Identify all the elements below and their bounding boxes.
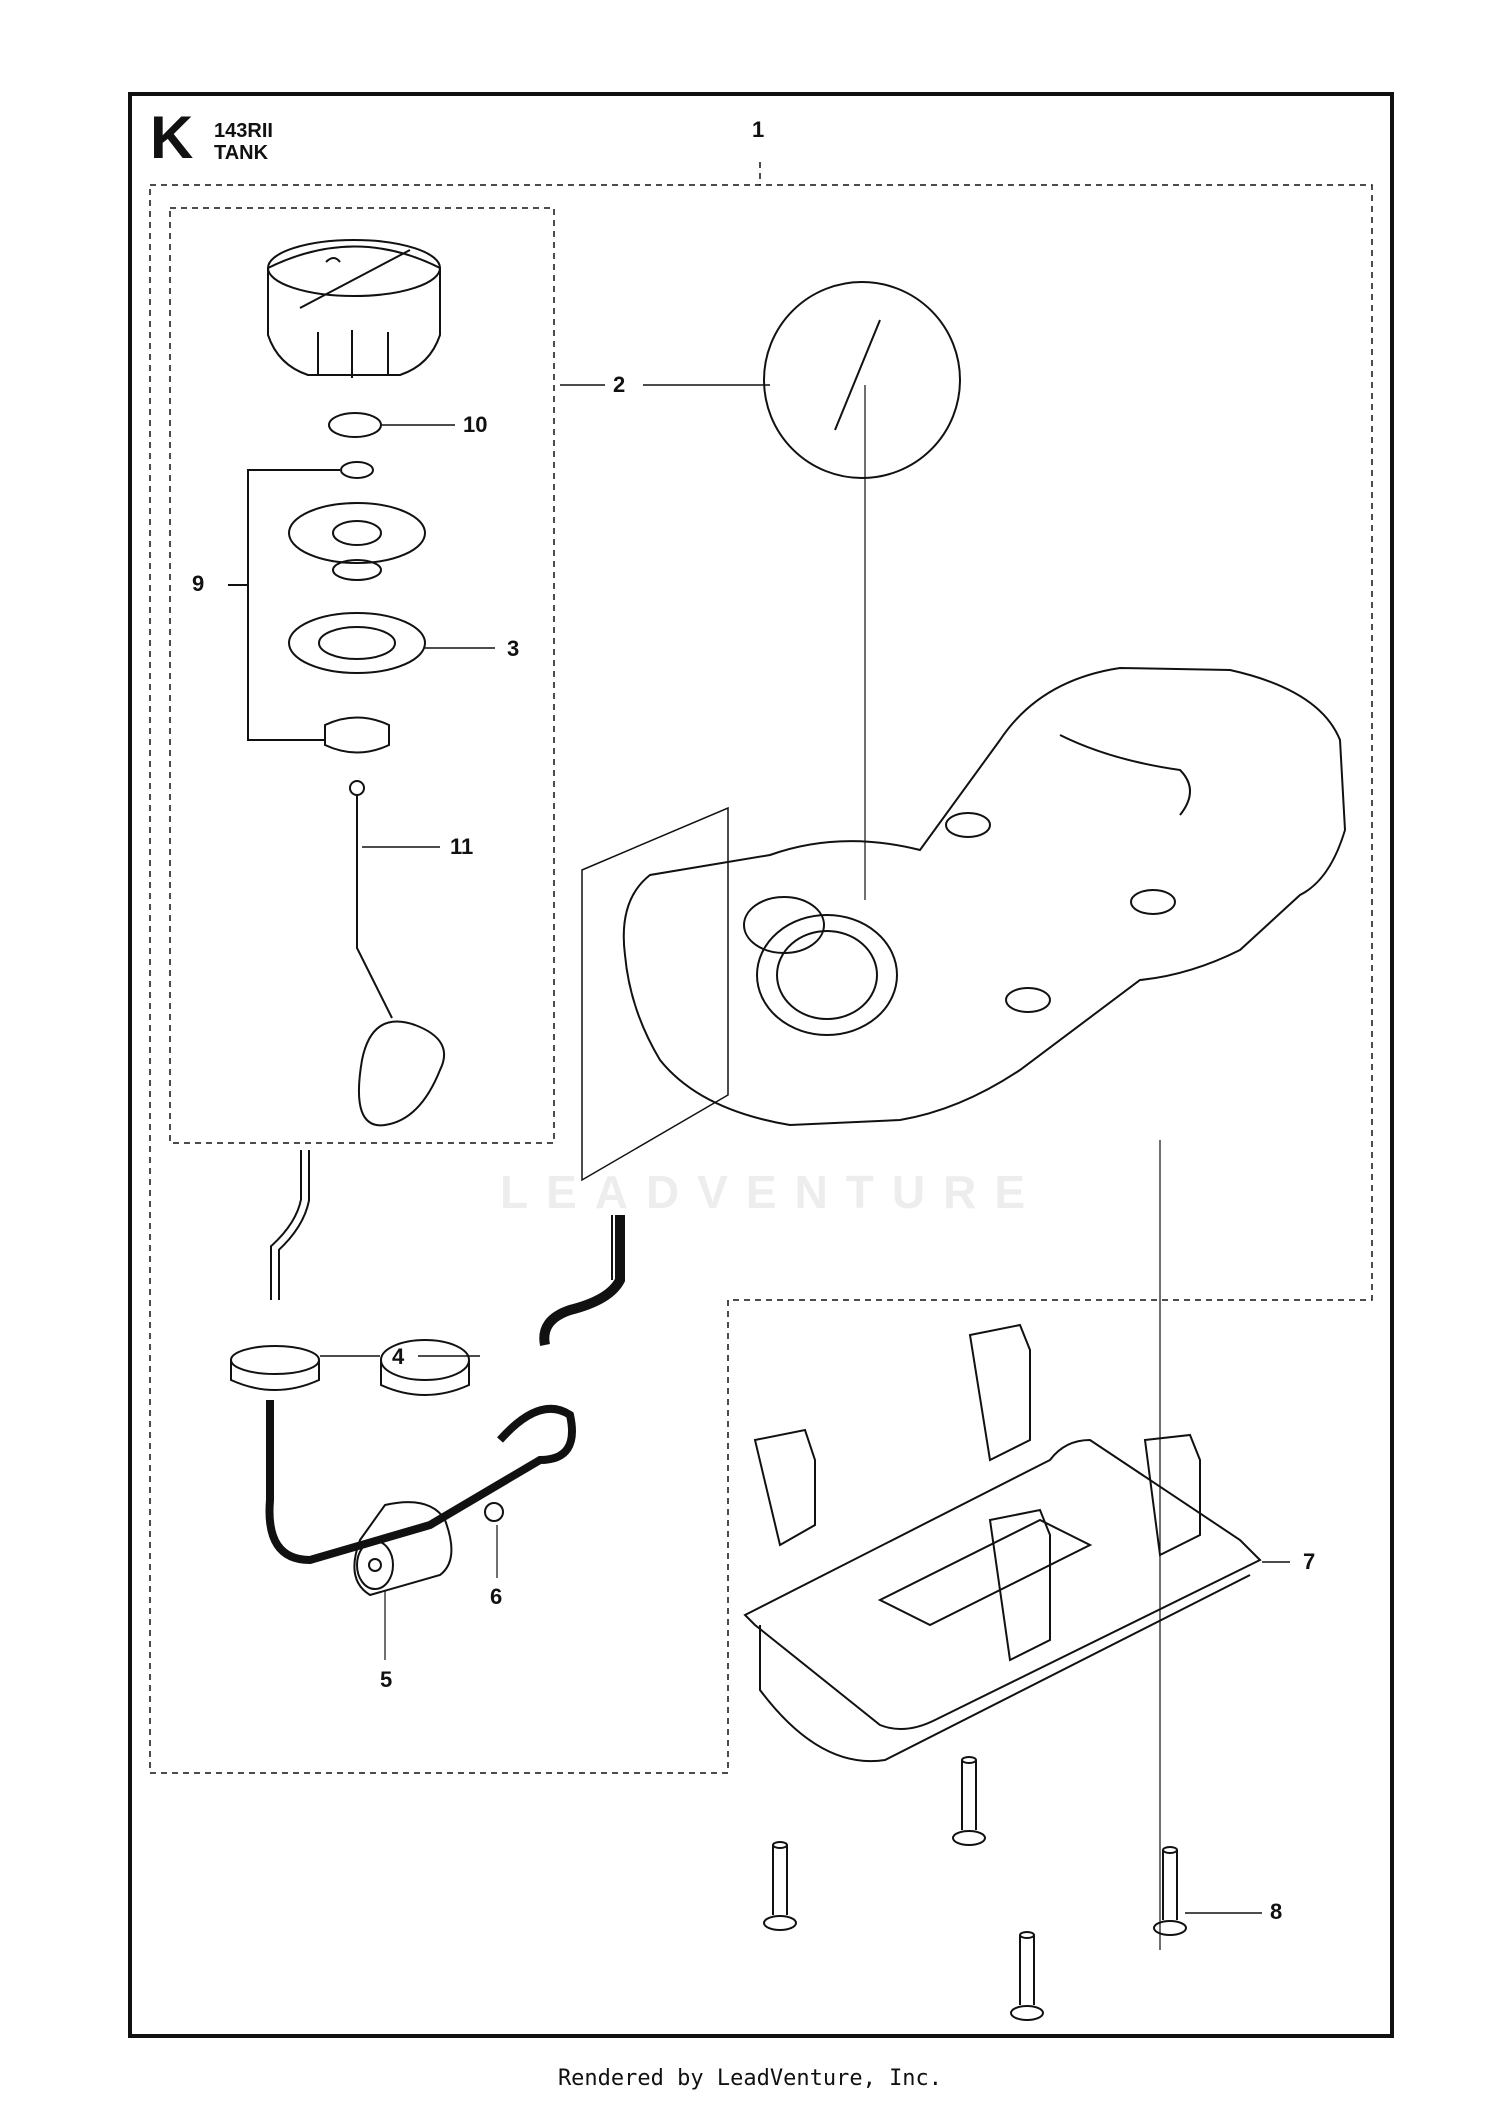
page-title: TANK <box>214 142 269 164</box>
fuel-pickup <box>349 780 445 1127</box>
fuel-cap-left <box>267 239 441 378</box>
vent-assembly <box>288 461 426 581</box>
cap-seal <box>328 412 382 438</box>
callout-11: 11 <box>450 834 474 859</box>
callout-6: 6 <box>490 1584 503 1609</box>
fuel-lines <box>230 1150 625 1565</box>
callout-8: 8 <box>1270 1899 1283 1924</box>
bracket-9 <box>247 469 340 741</box>
callout-1: 1 <box>752 117 765 142</box>
grommet-callout-box <box>581 806 729 1182</box>
footer-credit: Rendered by LeadVenture, Inc. <box>557 2066 943 2091</box>
callout-10: 10 <box>463 412 488 437</box>
callout-4: 4 <box>392 1344 405 1369</box>
callout-9: 9 <box>192 571 205 596</box>
filler-neck <box>324 716 390 754</box>
section-letter: K <box>150 104 194 171</box>
screws <box>763 1756 1187 2021</box>
diagram-frame <box>128 92 1394 2038</box>
callout-2: 2 <box>613 372 626 397</box>
group-boundary-1 <box>149 184 1373 1774</box>
leader-lines <box>320 384 1290 1914</box>
callout-3: 3 <box>507 636 520 661</box>
callout-5: 5 <box>380 1667 393 1692</box>
fuel-tank-body <box>622 666 1347 1127</box>
assembly-boundaries <box>149 162 1373 1774</box>
fuel-cap-right <box>763 281 961 900</box>
callout-7: 7 <box>1303 1549 1316 1574</box>
watermark: LEADVENTURE <box>500 1166 1044 1218</box>
hose-clip <box>484 1502 504 1522</box>
fuel-filter <box>353 1501 453 1660</box>
model-number: 143RII <box>214 120 273 142</box>
gasket <box>288 612 426 674</box>
group-boundary-2 <box>169 207 555 1144</box>
tank-shield <box>743 1323 1262 1763</box>
